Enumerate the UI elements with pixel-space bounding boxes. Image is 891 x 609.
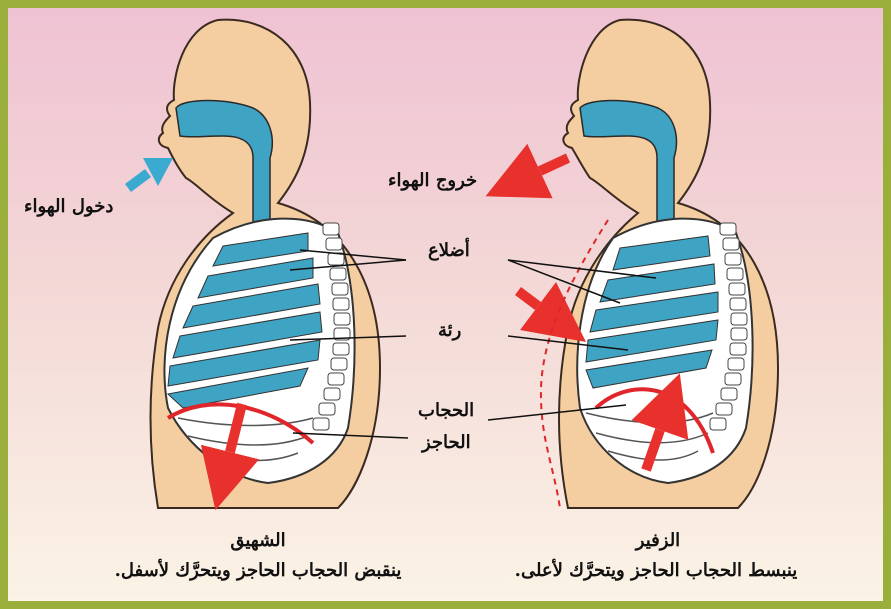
exhale-title: الزفير	[528, 530, 788, 551]
chest-in-arrow	[518, 291, 538, 306]
air-out-arrow	[540, 158, 568, 171]
label-diaphragm-1: الحجاب	[418, 400, 474, 421]
label-lung: رئة	[438, 320, 461, 341]
inhale-title: الشهيق	[128, 530, 388, 551]
breathing-illustration	[8, 8, 883, 601]
inhale-caption: ينقبض الحجاب الحاجز ويتحرَّك لأسفل.	[98, 560, 418, 581]
label-diaphragm-2: الحاجز	[422, 432, 471, 453]
exhale-figure	[518, 20, 778, 508]
air-in-arrow	[128, 173, 148, 188]
exhale-caption: ينبسط الحجاب الحاجز ويتحرَّك لأعلى.	[486, 560, 826, 581]
diagram-frame: دخول الهواء خروج الهواء أضلاع رئة الحجاب…	[8, 8, 883, 601]
label-air-out: خروج الهواء	[388, 170, 477, 191]
label-ribs: أضلاع	[428, 240, 470, 261]
label-air-in: دخول الهواء	[24, 196, 113, 217]
